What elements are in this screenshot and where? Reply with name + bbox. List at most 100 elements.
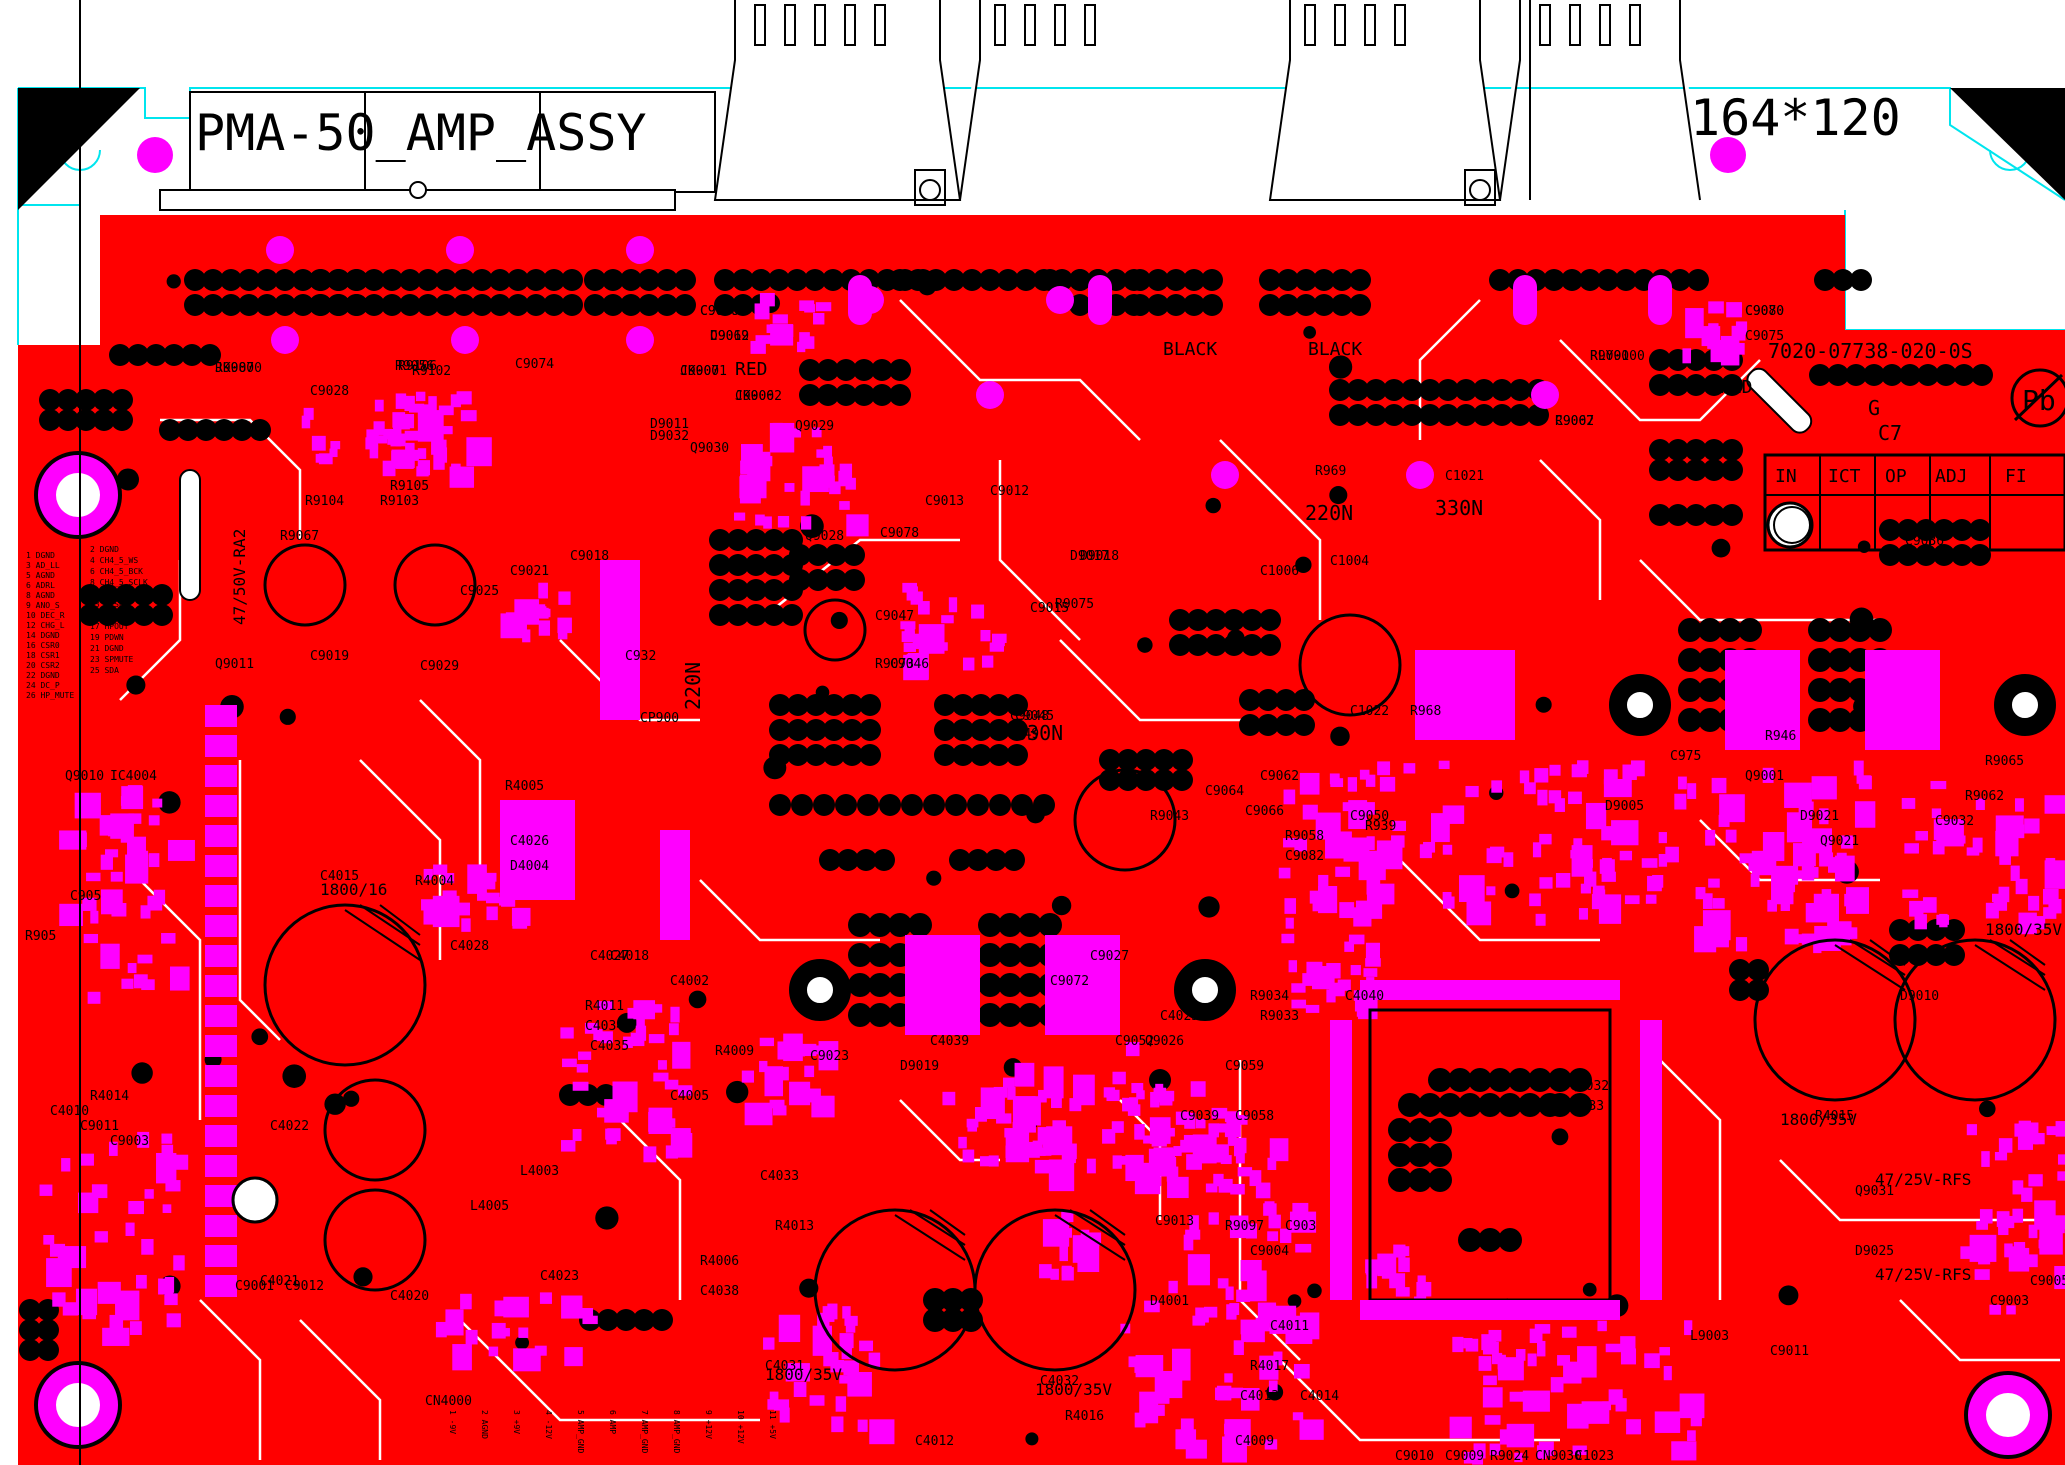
refdes-label: C4015 [320,869,359,884]
refdes-label: C9036 [1905,534,1944,549]
top-connectors [713,0,1701,201]
refdes-label: Q9030 [690,441,729,456]
connector-pin-label: 13 RESET [90,600,129,609]
connector-pin-label: 1 DGND [26,551,55,560]
label-black-right: BLACK [1308,339,1362,360]
refdes-label: C4021 [260,1274,299,1289]
connector-pin-label: 23 SPMUTE [90,655,134,664]
refdes-label: C9059 [1225,1059,1264,1074]
connector-pin-label: 10 DEC_R [26,611,65,620]
connector-pin-label: 15 IRIN [90,611,124,620]
refdes-label: Q9001 [1745,769,1784,784]
refdes-label: C9052 [1115,1034,1154,1049]
refdes-label: D9019 [900,1059,939,1074]
refdes-label: C9066 [1245,804,1284,819]
refdes-label: R9102 [412,364,451,379]
label-black-left: BLACK [1163,339,1217,360]
refdes-label: C9003 [1990,1294,2029,1309]
board-size-label: 164*120 [1690,89,1901,147]
label-220n-1: 220N [681,662,705,710]
title-block: PMA-50_AMP_ASSY 164*120 [159,89,1901,211]
label-220n-2: 220N [1305,501,1353,525]
refdes-label: R9002 [1555,414,1594,429]
cn4000-pin-label: 8 AMP_GND [672,1410,681,1454]
refdes-label: C4032 [1040,1374,1079,1389]
connector-pin-label: 6 ADRL [26,581,55,590]
refdes-label: D9010 [1900,989,1939,1004]
refdes-label: C9028 [310,384,349,399]
refdes-label: R9097 [1225,1219,1264,1234]
label-1800-4: 1800/35V [1985,920,2062,939]
rev-mark: G [1868,396,1880,420]
refdes-label: D4004 [510,859,549,874]
refdes-label: D9005 [1605,799,1644,814]
cn4000-pin-label: 2 AGND [480,1410,489,1439]
cn4000-pin-label: 10 +12V [736,1410,745,1444]
refdes-label: C9012 [285,1279,324,1294]
refdes-label: C9009 [700,304,739,319]
refdes-label: C4010 [50,1104,89,1119]
refdes-label: C9009 [1445,1449,1484,1464]
refdes-label: C9069 [710,329,749,344]
refdes-label: C1006 [1260,564,1299,579]
connector-pin-label: 16 CSR0 [26,641,60,650]
refdes-label: R9106 [398,359,437,374]
connector-pin-label: 4 CH4_5_WS [90,556,138,565]
refdes-label: C1004 [1330,554,1369,569]
connector-pin-label: 14 DGND [26,631,60,640]
refdes-label: C9075 [1745,329,1784,344]
connector-pin-label: 25 SDA [90,666,119,675]
refdes-label: R9103 [380,494,419,509]
refdes-label: C9046 [890,657,929,672]
thru-hole-pads [19,269,1996,1446]
refdes-label: R4009 [715,1044,754,1059]
refdes-label: C9068 [700,304,739,319]
refdes-label: R9105 [390,479,429,494]
refdes-label: C905 [70,889,101,904]
refdes-label: C9003 [110,1134,149,1149]
refdes-label: R4011 [585,999,624,1014]
refdes-label: C9049 [1000,727,1039,742]
refdes-label: D9032 [650,429,689,444]
refdes-label: R4004 [415,874,454,889]
refdes-label: C9027 [1090,949,1129,964]
refdes-label: C4027 [590,949,629,964]
refdes-label: L4005 [470,1199,509,1214]
refdes-label: R9058 [1285,829,1324,844]
refdes-label: C4013 [1240,1389,1279,1404]
refdes-label: D9012 [710,329,749,344]
smd-pads [39,236,2065,1465]
refdes-label: R9075 [1055,597,1094,612]
refdes-label: C4038 [700,1284,739,1299]
refdes-label: C9062 [1260,769,1299,784]
refdes-label: C9006 [735,389,774,404]
refdes-label: C9023 [810,1049,849,1064]
table-header-fi: FI [2005,466,2027,487]
refdes-label: R968 [1410,704,1441,719]
refdes-label: C932 [625,649,656,664]
electrolytic-capacitors [263,543,2057,1372]
refdes-label: D9018 [1080,549,1119,564]
refdes-label: C4011 [1270,1319,1309,1334]
refdes-label: RLY9000 [1590,349,1645,364]
refdes-label: R4005 [505,779,544,794]
refdes-label: C975 [1670,749,1701,764]
refdes-label: C9029 [420,659,459,674]
wire-color-labels: RED RED BLACK BLACK 220N 220N 330N 330N … [230,339,2062,1399]
cn4000-pin-label: 4 -12V [544,1410,553,1439]
refdes-label: R9065 [1985,754,2024,769]
label-red-left: RED [735,359,768,380]
refdes-label: C9010 [1395,1449,1434,1464]
refdes-label: C4009 [1235,1434,1274,1449]
top-connector-pins [754,4,1641,206]
refdes-label: R9056 [395,359,434,374]
cn4000-pin-label: 6 AMP [608,1410,617,1434]
refdes-label: Q9032 [1570,1079,1609,1094]
refdes-label: C9005 [2030,1274,2065,1289]
refdes-label: C4022 [270,1119,309,1134]
refdes-label: C9013 [1155,1214,1194,1229]
connector-pin-label: 9 ANO_S [26,601,60,610]
refdes-label: R9104 [305,494,344,509]
